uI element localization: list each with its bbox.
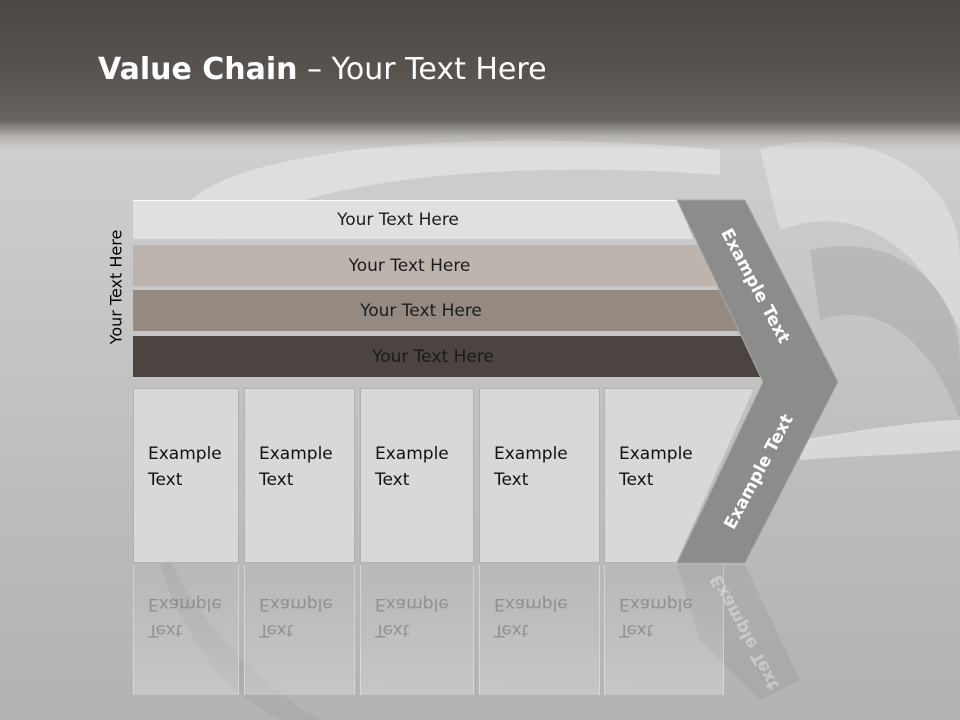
cell-2-reflection-line2: Text: [259, 620, 294, 640]
cell-5-reflection: Text Example: [604, 565, 724, 695]
cell-4-reflection-line2: Text: [494, 620, 529, 640]
cell-1-reflection-line2: Text: [148, 620, 183, 640]
cell-3-reflection-line2: Text: [375, 620, 410, 640]
cell-5-line1: Example: [619, 444, 693, 464]
bar-2: Your Text Here: [133, 245, 716, 286]
bar-4: Your Text Here: [133, 336, 763, 377]
bar-1: Your Text Here: [133, 200, 693, 239]
slide-title: Value Chain – Your Text Here: [98, 52, 547, 96]
cell-2-line2: Text: [259, 470, 294, 490]
cell-4-line2: Text: [494, 470, 529, 490]
cell-3-line2: Text: [375, 470, 410, 490]
title-bold: Value Chain: [98, 52, 298, 87]
bar-3: Your Text Here: [133, 290, 739, 331]
bar-2-label: Your Text Here: [348, 255, 471, 276]
cell-2-line1: Example: [259, 444, 333, 464]
cell-1-reflection: Text Example: [133, 565, 239, 695]
title-rest: – Your Text Here: [297, 52, 547, 87]
cell-4-reflection-line1: Example: [494, 594, 568, 614]
cell-3-reflection: Text Example: [360, 565, 474, 695]
title-bar: [0, 0, 960, 150]
bar-3-label: Your Text Here: [360, 300, 482, 321]
cell-4-reflection: Text Example: [479, 565, 600, 695]
cell-3-reflection-line1: Example: [375, 594, 449, 614]
cell-5-reflection-line2: Text: [619, 620, 654, 640]
cell-4-line1: Example: [494, 444, 568, 464]
cell-5-line2: Text: [619, 470, 654, 490]
cell-3-line1: Example: [375, 444, 449, 464]
cell-1-reflection-line1: Example: [148, 594, 222, 614]
bar-1-label: Your Text Here: [337, 210, 459, 230]
cell-1-line2: Text: [148, 470, 183, 490]
cell-5-reflection-line1: Example: [619, 594, 693, 614]
cell-2-reflection: Text Example: [244, 565, 355, 695]
cell-2-reflection-line1: Example: [259, 594, 333, 614]
cell-1-line1: Example: [148, 444, 222, 464]
bar-4-label: Your Text Here: [372, 346, 494, 367]
